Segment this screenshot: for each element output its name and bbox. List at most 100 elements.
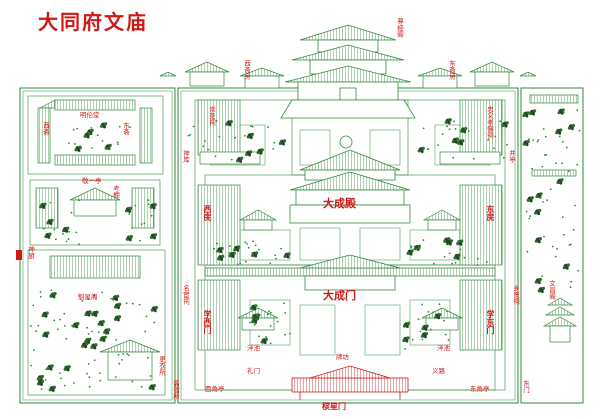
grass-dot — [542, 127, 545, 130]
tree — [406, 249, 414, 256]
grass-dot — [411, 338, 414, 341]
grass-dot — [149, 206, 152, 209]
grass-dot — [86, 326, 88, 329]
grass-dot — [280, 247, 282, 250]
grass-dot — [506, 143, 508, 146]
tree — [246, 132, 254, 139]
grass-dot — [202, 145, 205, 148]
grass-dot — [543, 154, 546, 156]
grass-dot — [114, 376, 117, 378]
label-mingguanci: 名宦祠 — [181, 285, 190, 305]
grass-dot — [138, 303, 141, 306]
grass-dot — [117, 143, 119, 145]
grass-dot — [91, 147, 93, 149]
grass-dot — [98, 372, 101, 374]
top-side-pavilions — [159, 61, 537, 89]
grass-dot — [441, 133, 444, 135]
grass-dot — [499, 120, 501, 123]
tree — [104, 143, 112, 151]
grass-dot — [30, 364, 32, 367]
grass-dot — [59, 318, 61, 321]
grass-dot — [458, 240, 461, 243]
grass-dot — [230, 158, 233, 161]
grass-dot — [561, 162, 563, 165]
grass-dot — [422, 127, 425, 130]
grass-dot — [418, 247, 421, 249]
grass-dot — [284, 311, 287, 314]
tree — [83, 132, 91, 139]
tree — [251, 251, 259, 258]
tree — [555, 128, 563, 135]
west-compound-wall — [19, 87, 176, 404]
grass-dot — [247, 246, 250, 249]
grass-dot — [147, 199, 150, 201]
grass-dot — [59, 372, 61, 374]
grass-dot — [101, 291, 103, 294]
grass-dot — [72, 128, 75, 131]
label-dongting: 东庑 — [486, 205, 496, 221]
tree — [534, 208, 542, 216]
grass-dot — [554, 255, 557, 258]
grass-dot — [39, 295, 42, 298]
label-jixingmen: 棂星门 — [322, 401, 346, 411]
grass-dot — [55, 238, 57, 241]
grass-dot — [64, 365, 66, 368]
grass-dot — [472, 157, 475, 160]
grass-dot — [570, 280, 573, 283]
label-xijiaoting: 西角亭 — [205, 385, 225, 393]
grass-dot — [251, 125, 254, 128]
grass-dot — [118, 125, 121, 128]
grass-dot — [451, 262, 454, 265]
grass-dot — [76, 127, 79, 130]
grass-dot — [145, 315, 148, 318]
grass-dot — [139, 239, 141, 242]
grass-dot — [536, 140, 539, 143]
grass-dot — [250, 125, 252, 128]
grass-dot — [108, 147, 111, 150]
grass-dot — [427, 148, 430, 150]
grass-dot — [416, 247, 418, 250]
grass-dot — [63, 384, 66, 387]
label-yilu: 义路 — [432, 367, 445, 375]
grass-dot — [131, 302, 134, 305]
grass-dot — [542, 201, 544, 203]
grass-dot — [463, 256, 466, 259]
tree — [522, 139, 530, 147]
grass-dot — [115, 339, 117, 341]
tree — [103, 328, 111, 335]
grass-dot — [143, 222, 146, 225]
tree — [46, 364, 54, 371]
grass-dot — [101, 140, 104, 142]
grass-dot — [249, 321, 251, 324]
grass-dot — [73, 382, 75, 384]
grass-dot — [63, 325, 66, 327]
tree — [402, 336, 410, 343]
grass-dot — [68, 142, 70, 145]
grass-dot — [562, 111, 565, 114]
tree — [42, 331, 50, 338]
tree — [501, 121, 509, 128]
tree — [535, 192, 543, 199]
grass-dot — [213, 247, 215, 250]
grass-dot — [549, 188, 552, 191]
grass-dot — [96, 134, 99, 137]
grass-dot — [532, 139, 535, 141]
grass-dot — [270, 311, 272, 314]
grass-dot — [121, 358, 123, 361]
label-minglunhan: 明伦堂 — [80, 111, 100, 119]
tree — [72, 322, 80, 329]
grass-dot — [476, 264, 479, 266]
grass-dot — [454, 127, 457, 130]
grass-dot — [562, 233, 565, 236]
grass-dot — [525, 210, 528, 213]
label-dongzhai: 东斋 — [121, 122, 130, 135]
grass-dot — [128, 235, 131, 238]
grass-dot — [126, 353, 129, 355]
label-xizhai: 西斋 — [41, 122, 50, 135]
grass-dot — [546, 199, 549, 202]
east-compound-wall — [520, 87, 584, 404]
tree — [522, 111, 530, 118]
grass-dot — [438, 303, 441, 306]
label-dachengdian: 大成殿 — [323, 197, 356, 210]
label-dachengmen: 大成门 — [323, 289, 356, 302]
